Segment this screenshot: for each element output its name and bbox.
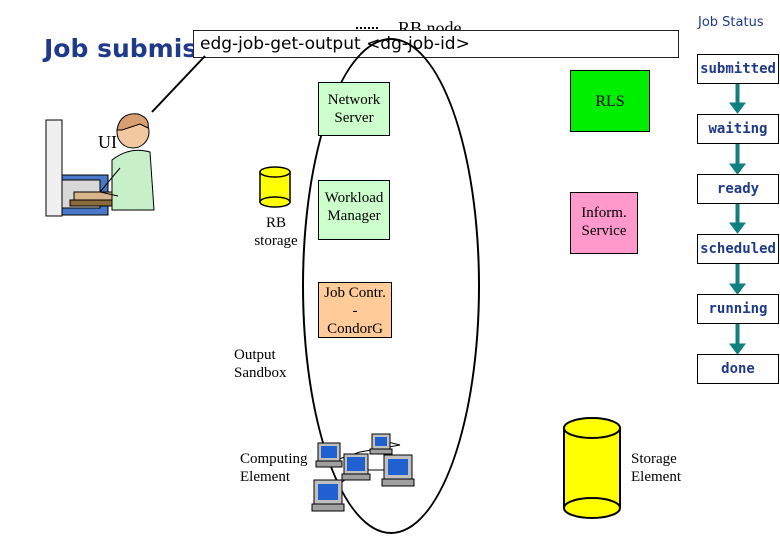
status-waiting: waiting [697, 114, 779, 144]
ui-label: UI [98, 132, 117, 152]
job-status-title: Job Status [698, 15, 764, 30]
computer-icon [341, 453, 371, 481]
inform-service-box: Inform. Service [570, 192, 638, 254]
output-sandbox-line-1: Output [234, 347, 276, 363]
job-controller-line-2: - [352, 303, 358, 319]
output-sandbox-label: Output Sandbox [234, 346, 287, 382]
output-sandbox-line-2: Sandbox [234, 365, 287, 381]
storage-element-icon [563, 417, 621, 519]
status-scheduled: scheduled [697, 234, 779, 264]
rb-storage-label: RB storage [253, 214, 299, 250]
rb-node-ellipse [302, 38, 480, 534]
computer-icon [311, 479, 345, 512]
rb-storage-icon [259, 166, 291, 208]
job-controller-line-3: CondorG [327, 321, 383, 337]
rb-storage-line-2: storage [254, 233, 298, 249]
computing-element-icon [311, 433, 415, 512]
computing-element-label: Computing Element [240, 450, 308, 486]
status-running: running [697, 294, 779, 324]
status-ready: ready [697, 174, 779, 204]
status-flow-arrows [729, 81, 746, 355]
command-callout: edg-job-get-output <dg-job-id> [193, 30, 679, 58]
rb-node-dotted-line [356, 27, 378, 29]
inform-service-line-1: Inform. [581, 205, 627, 221]
network-server-box: Network Server [318, 82, 390, 136]
workload-manager-box: Workload Manager [318, 180, 390, 240]
network-server-line-2: Server [334, 110, 374, 126]
job-controller-line-1: Job Contr. [324, 285, 386, 301]
status-done: done [697, 354, 779, 384]
rb-storage-line-1: RB [265, 215, 286, 231]
storage-element-label: Storage Element [631, 450, 681, 486]
network-server-line-1: Network [327, 92, 381, 108]
workload-manager-line-1: Workload [324, 190, 384, 206]
storage-element-line-2: Element [631, 469, 681, 485]
inform-service-line-2: Service [581, 223, 627, 239]
callout-pointer-line [151, 55, 206, 113]
job-controller-box: Job Contr. - CondorG [318, 282, 392, 338]
computing-element-line-2: Element [240, 469, 290, 485]
computer-icon [369, 433, 393, 455]
computer-icon [381, 454, 415, 487]
storage-element-line-1: Storage [631, 451, 677, 467]
status-submitted: submitted [697, 54, 779, 84]
workload-manager-line-2: Manager [327, 208, 381, 224]
user-workstation-icon [45, 113, 155, 217]
computing-element-line-1: Computing [240, 451, 308, 467]
rls-box: RLS [570, 70, 650, 132]
computer-icon [315, 442, 343, 468]
